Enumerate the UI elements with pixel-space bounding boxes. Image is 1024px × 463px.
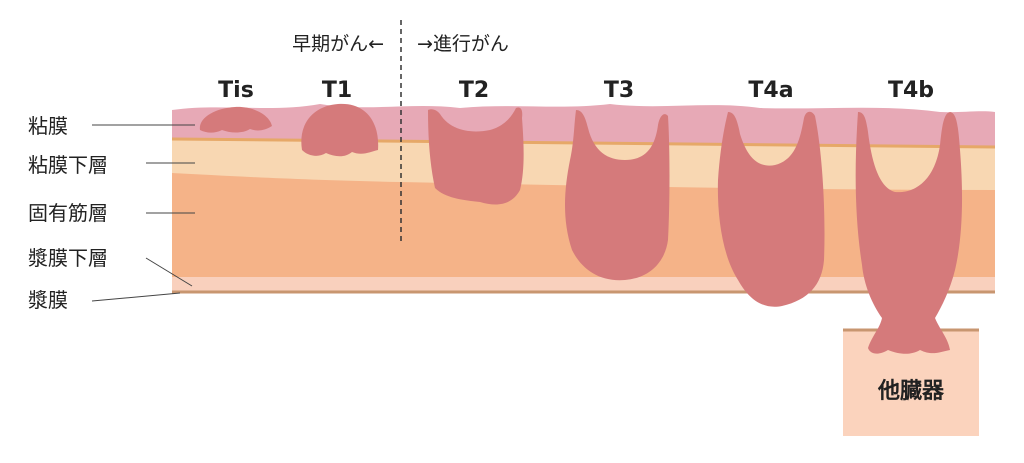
leader-line-subserosa bbox=[145, 257, 193, 287]
stage-label-tis: Tis bbox=[218, 78, 254, 103]
tumor-t4a bbox=[717, 111, 825, 307]
layer-label-mucosa: 粘膜 bbox=[28, 114, 68, 138]
tumor-tis bbox=[199, 106, 272, 133]
stage-label-t3: T3 bbox=[604, 78, 634, 103]
tumor-t3 bbox=[565, 110, 670, 281]
layer-label-muscularis: 固有筋層 bbox=[28, 201, 108, 225]
layer-label-subserosa: 漿膜下層 bbox=[28, 246, 108, 270]
tumor-t1 bbox=[301, 103, 379, 157]
layer-label-serosa: 漿膜 bbox=[28, 288, 68, 312]
stage-label-t4a: T4a bbox=[748, 78, 793, 103]
advanced-cancer-label: →進行がん bbox=[417, 33, 509, 55]
stage-label-t1: T1 bbox=[322, 78, 352, 103]
early-cancer-label: 早期がん← bbox=[292, 33, 384, 55]
stage-label-t2: T2 bbox=[459, 78, 489, 103]
stage-label-t4b: T4b bbox=[888, 78, 934, 103]
other-organ-label: 他臓器 bbox=[877, 379, 945, 404]
leader-line-serosa bbox=[91, 292, 181, 302]
tumor-t2 bbox=[428, 107, 524, 205]
tumor-t4b bbox=[855, 112, 963, 354]
layer-label-submucosa: 粘膜下層 bbox=[28, 153, 108, 177]
